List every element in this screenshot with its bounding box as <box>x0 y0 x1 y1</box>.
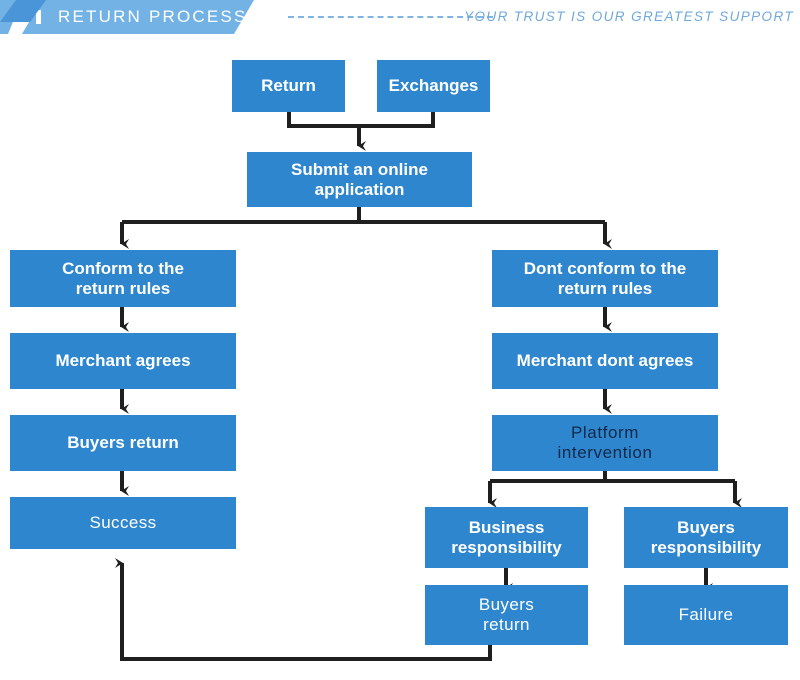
node-return[interactable]: Return <box>232 60 345 112</box>
node-submit-application[interactable]: Submit an online application <box>247 152 472 207</box>
node-buyers-return-left[interactable]: Buyers return <box>10 415 236 471</box>
header-banner: RETURN PROCESS YOUR TRUST IS OUR GREATES… <box>0 0 800 34</box>
header-divider <box>288 16 493 18</box>
node-platform-intervention[interactable]: Platform intervention <box>492 415 718 471</box>
banner-tick-icon <box>36 10 41 24</box>
node-conform-return-rules[interactable]: Conform to the return rules <box>10 250 236 307</box>
node-success[interactable]: Success <box>10 497 236 549</box>
node-business-responsibility[interactable]: Business responsibility <box>425 507 588 568</box>
banner-main-shape <box>22 0 254 34</box>
node-merchant-agrees[interactable]: Merchant agrees <box>10 333 236 389</box>
node-failure[interactable]: Failure <box>624 585 788 645</box>
page-title: RETURN PROCESS <box>58 7 248 26</box>
header-tagline: YOUR TRUST IS OUR GREATEST SUPPORT <box>464 9 794 24</box>
node-buyers-responsibility[interactable]: Buyers responsibility <box>624 507 788 568</box>
node-buyers-return-right[interactable]: Buyers return <box>425 585 588 645</box>
node-exchanges[interactable]: Exchanges <box>377 60 490 112</box>
node-merchant-dont-agrees[interactable]: Merchant dont agrees <box>492 333 718 389</box>
node-dont-conform-return-rules[interactable]: Dont conform to the return rules <box>492 250 718 307</box>
